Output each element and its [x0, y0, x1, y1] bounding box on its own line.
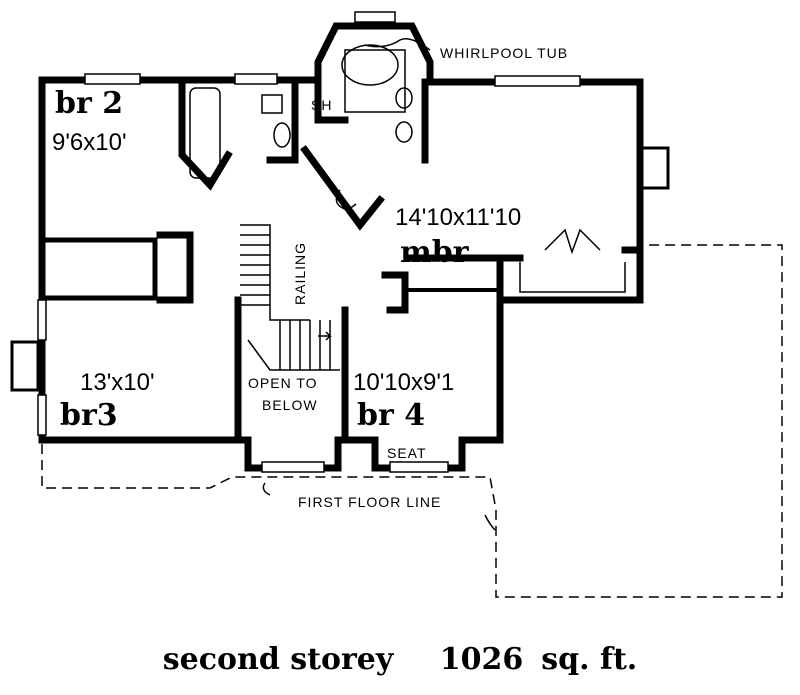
walls	[38, 22, 644, 472]
sink	[395, 87, 413, 109]
room-size-mbr: 14'10x11'10	[395, 204, 521, 231]
toilet	[261, 94, 283, 114]
window	[84, 73, 141, 85]
leader-line	[484, 514, 496, 531]
room-size-br2: 9'6x10'	[52, 129, 127, 156]
area-unit: sq. ft.	[541, 642, 638, 677]
window	[234, 73, 278, 85]
bifold-door	[544, 228, 601, 255]
window	[261, 461, 325, 473]
room-name-br2: br 2	[55, 86, 123, 121]
window	[494, 75, 581, 87]
bathtub	[189, 87, 221, 179]
open-to-below-line1: OPEN TO	[248, 375, 318, 391]
window	[37, 299, 47, 341]
toilet	[335, 189, 357, 211]
staircase	[240, 224, 340, 371]
room-name-mbr: mbr	[400, 235, 470, 270]
first-floor-line-label: FIRST FLOOR LINE	[298, 494, 441, 510]
closet	[519, 262, 626, 293]
floor-area: 1026	[439, 642, 524, 677]
sink	[395, 121, 413, 143]
open-to-below-line2: BELOW	[262, 397, 318, 413]
room-name-br4: br 4	[357, 398, 425, 433]
room-size-br3: 13'x10'	[80, 369, 155, 396]
room-name-br3: br3	[60, 398, 118, 433]
whirlpool-tub	[341, 44, 399, 86]
tub-deck	[344, 49, 406, 113]
window	[37, 394, 47, 436]
plan-caption: second storey 1026 sq. ft.	[0, 642, 800, 677]
leader-line	[364, 38, 431, 51]
window	[389, 461, 449, 473]
seat-label: SEAT	[387, 445, 427, 461]
window	[354, 11, 396, 23]
chimney	[640, 146, 670, 190]
sink	[273, 122, 291, 148]
first-floor-line	[41, 244, 783, 598]
chimney	[10, 340, 40, 392]
floor-name: second storey	[162, 642, 394, 677]
room-size-br4: 10'10x9'1	[353, 369, 454, 396]
whirlpool-label: WHIRLPOOL TUB	[440, 45, 568, 61]
leader-line	[262, 482, 271, 496]
shower-label: SH	[311, 97, 332, 113]
railing-label: RAILING	[292, 242, 308, 305]
